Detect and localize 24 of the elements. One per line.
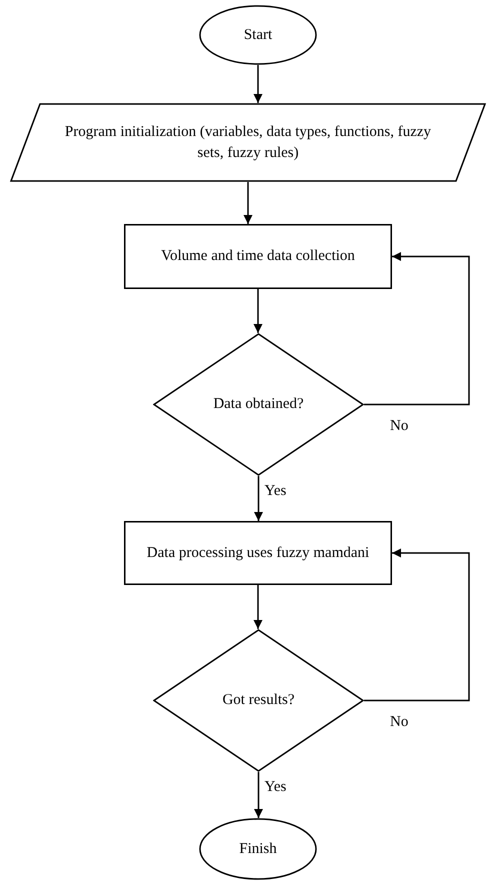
node-text: Volume and time data collection: [161, 247, 355, 266]
node-text: Data processing uses fuzzy mamdani: [146, 544, 370, 563]
arrow: [254, 772, 263, 818]
arrow: [364, 548, 470, 702]
edge-label: No: [390, 418, 408, 434]
node-text: Finish: [239, 840, 277, 859]
decision-diamond: [153, 333, 364, 476]
terminal-ellipse: [199, 5, 317, 65]
process-box: [124, 521, 392, 585]
input-parallelogram: [10, 103, 486, 182]
arrow: [244, 182, 252, 224]
node-text: Start: [244, 26, 272, 45]
arrow: [254, 476, 263, 521]
arrow: [364, 252, 470, 406]
arrow: [254, 65, 262, 103]
arrow: [254, 585, 262, 629]
terminal-ellipse: [199, 818, 317, 880]
edge-label: No: [390, 714, 408, 730]
process-box: [124, 224, 392, 289]
node-text: Data obtained?: [213, 395, 304, 414]
node-text: Program initialization (variables, data types, functions, fuzzy sets, fuzzy rules): [64, 122, 432, 162]
decision-diamond: [153, 629, 364, 772]
node-text: Got results?: [222, 691, 295, 710]
arrow: [254, 289, 262, 333]
